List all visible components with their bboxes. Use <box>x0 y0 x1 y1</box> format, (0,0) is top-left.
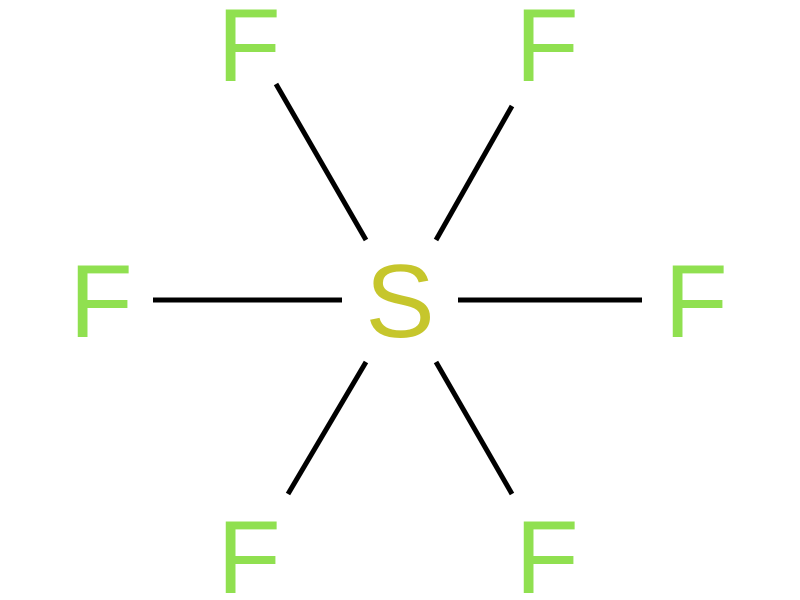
bond-s-f-bottom-left <box>285 360 369 496</box>
atom-fluorine-top-left: F <box>217 0 281 104</box>
bond-s-f-bottom-right <box>433 360 515 496</box>
atom-fluorine-top-right: F <box>515 0 579 104</box>
atom-fluorine-right: F <box>664 244 728 360</box>
bond-s-f-top-left <box>273 82 369 242</box>
atom-fluorine-bottom-left: F <box>217 500 281 600</box>
bond-s-f-top-right <box>433 104 515 242</box>
atom-sulfur: S <box>365 244 434 360</box>
atom-fluorine-bottom-right: F <box>515 500 579 600</box>
atom-fluorine-left: F <box>69 244 133 360</box>
